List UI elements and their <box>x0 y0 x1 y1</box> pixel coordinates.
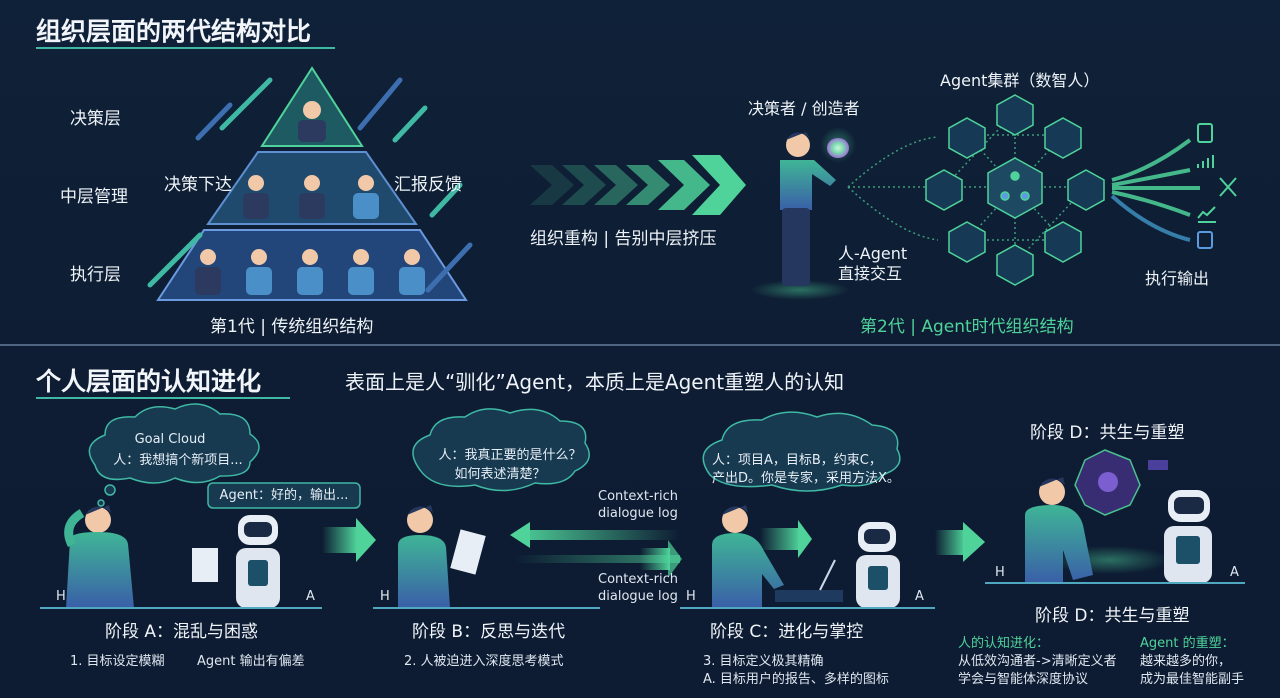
section-title-personal: 个人层面的认知进化 <box>36 367 262 396</box>
stage-c-cloud-line-2: 产出D。你是专家，采用方法X。 <box>712 471 900 486</box>
stage-b-figures <box>398 505 486 608</box>
agent-reshape-line-2: 成为最佳智能副手 <box>1140 672 1245 687</box>
h-label-b: H <box>380 589 390 604</box>
layer-label-execution: 执行层 <box>70 265 121 285</box>
output-arrows <box>1110 138 1200 242</box>
stage-d-title: 阶段 D：共生与重塑 <box>1035 606 1190 626</box>
stage-a-title: 阶段 A：混乱与困惑 <box>105 622 259 642</box>
interaction-label-2: 直接交互 <box>838 264 903 283</box>
report-up-label: 汇报反馈 <box>394 175 462 195</box>
stage-b-note-1: 2. 人被迫进入深度思考模式 <box>404 654 564 669</box>
human-evolution-title: 人的认知进化： <box>958 636 1050 651</box>
checklist-icon <box>1197 231 1213 249</box>
stage-a-note-1: 1. 目标设定模糊 <box>70 654 165 669</box>
log-label-bottom-2: dialogue log <box>598 589 678 604</box>
trend-icon <box>1197 206 1216 223</box>
bar-chart-icon <box>1197 155 1214 168</box>
log-label-bottom-1: Context-rich <box>598 572 678 587</box>
output-label: 执行输出 <box>1145 269 1210 288</box>
tools-icon <box>1219 177 1237 197</box>
transition-chevrons <box>530 155 746 215</box>
stage-a-figures <box>64 505 280 608</box>
decider-figure <box>750 127 856 300</box>
agent-reshape-title: Agent 的重塑： <box>1140 636 1235 651</box>
stage-c-cloud-line-1: 人：项目A，目标B，约束C， <box>712 453 882 468</box>
stage-c-note-2: A. 目标用户的报告、多样的图标 <box>703 672 889 687</box>
a-label-c: A <box>915 589 924 604</box>
h-label-c: H <box>686 589 696 604</box>
stage-c-figures <box>712 505 900 608</box>
agent-reshape-line-1: 越来越多的你， <box>1140 654 1232 669</box>
h-label-d: H <box>995 565 1005 580</box>
goal-cloud-text: 人：我想搞个新项目... <box>113 453 243 468</box>
agent-cluster <box>847 94 1105 286</box>
a-label-d: A <box>1230 565 1239 580</box>
layer-label-decision: 决策层 <box>70 109 121 129</box>
log-label-top-1: Context-rich <box>598 489 678 504</box>
stage-b-cloud-line-1: 人：我真正要的是什么？ <box>438 448 582 463</box>
layer-label-middle: 中层管理 <box>60 187 128 207</box>
stage-c-note-1: 3. 目标定义极其精确 <box>703 654 824 669</box>
gen1-caption: 第1代 | 传统组织结构 <box>210 317 374 337</box>
goal-cloud-title: Goal Cloud <box>134 432 206 447</box>
log-label-top-2: dialogue log <box>598 506 678 521</box>
section-title-org: 组织层面的两代结构对比 <box>36 17 312 46</box>
decision-down-label: 决策下达 <box>164 175 232 195</box>
section-subtitle: 表面上是人“驯化”Agent，本质上是Agent重塑人的认知 <box>345 370 845 394</box>
transition-label: 组织重构 | 告别中层挤压 <box>530 229 717 249</box>
decider-label: 决策者 / 创造者 <box>748 99 860 118</box>
stage-b-cloud-line-2: 如何表述清楚？ <box>454 467 546 482</box>
stage-b-title: 阶段 B：反思与迭代 <box>412 622 566 642</box>
interaction-label-1: 人-Agent <box>838 244 908 263</box>
human-evolution-line-2: 学会与智能体深度协议 <box>958 672 1089 687</box>
agent-speech: Agent：好的，输出... <box>219 488 349 503</box>
output-icons <box>1197 123 1237 249</box>
stage-a-note-2: Agent 输出有偏差 <box>197 654 305 669</box>
h-label-a: H <box>56 589 66 604</box>
document-icon <box>1197 123 1213 143</box>
stage-c-title: 阶段 C：进化与掌控 <box>710 622 864 642</box>
agent-cluster-label: Agent集群（数智人） <box>940 71 1100 90</box>
thought-clouds <box>88 403 901 509</box>
stage-d-header: 阶段 D：共生与重塑 <box>1030 423 1185 443</box>
a-label-a: A <box>306 589 315 604</box>
pyramid <box>147 66 473 301</box>
gen2-caption: 第2代 | Agent时代组织结构 <box>860 317 1074 337</box>
stage-d-figures <box>1025 449 1212 583</box>
human-evolution-line-1: 从低效沟通者->清晰定义者 <box>958 654 1117 669</box>
